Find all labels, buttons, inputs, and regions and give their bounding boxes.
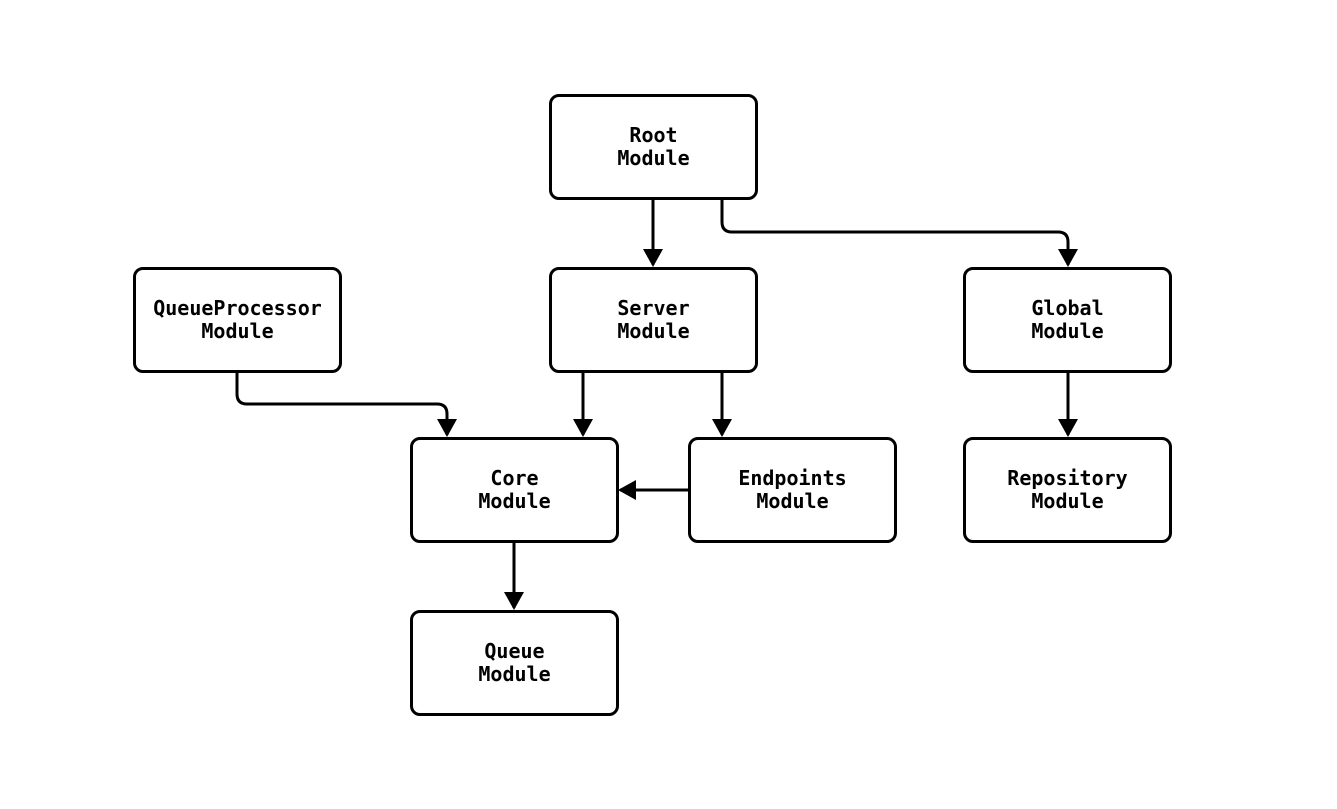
node-label-line: QueueProcessor	[153, 296, 322, 320]
node-global-module: Global Module	[963, 267, 1172, 373]
node-repository-module: Repository Module	[963, 437, 1172, 543]
node-label-line: Module	[478, 662, 551, 686]
node-core-module: Core Module	[410, 437, 619, 543]
node-label-line: Module	[1031, 489, 1104, 513]
node-label-line: Module	[617, 319, 690, 343]
node-label-line: Module	[1031, 319, 1104, 343]
node-label-line: Endpoints	[738, 466, 847, 490]
node-root-module: Root Module	[549, 94, 758, 200]
node-label-line: Root	[629, 123, 678, 147]
edge-queueprocessor-to-core	[235, 373, 457, 437]
node-label-line: Queue	[484, 639, 545, 663]
node-server-module: Server Module	[549, 267, 758, 373]
node-label-line: Module	[201, 319, 274, 343]
node-label-line: Module	[617, 146, 690, 170]
node-queue-module: Queue Module	[410, 610, 619, 716]
edge-root-to-global	[720, 199, 1078, 267]
node-label-line: Global	[1031, 296, 1104, 320]
node-endpoints-module: Endpoints Module	[688, 437, 897, 543]
node-label-line: Module	[756, 489, 829, 513]
node-label-line: Repository	[1007, 466, 1128, 490]
node-label-line: Server	[617, 296, 690, 320]
node-queueprocessor-module: QueueProcessor Module	[133, 267, 342, 373]
node-label-line: Core	[490, 466, 539, 490]
node-label-line: Module	[478, 489, 551, 513]
